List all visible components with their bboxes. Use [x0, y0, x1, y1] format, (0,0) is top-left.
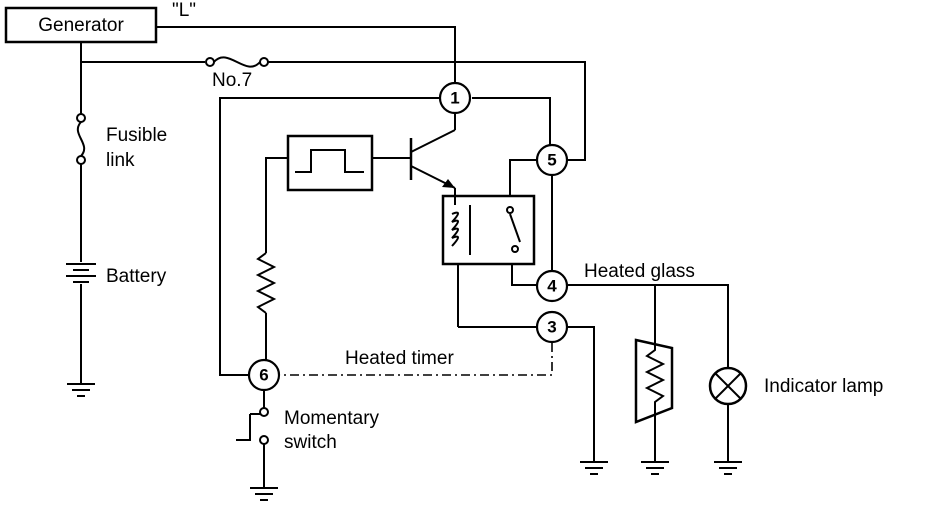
l-terminal-label: "L"	[172, 0, 196, 21]
transistor	[372, 129, 456, 189]
heated-glass-label: Heated glass	[584, 261, 695, 282]
terminal-5: 5	[535, 143, 569, 177]
wire-main-to-5	[268, 61, 586, 161]
ground-battery	[67, 383, 95, 397]
ground-switch	[250, 487, 278, 501]
fusible-link	[76, 113, 86, 165]
svg-text:1: 1	[450, 89, 459, 108]
wire-4-to-lamp	[568, 284, 729, 368]
terminal-6: 6	[247, 358, 281, 392]
wire-generator-l	[156, 26, 456, 85]
generator-label: Generator	[38, 15, 124, 36]
momentary-switch	[236, 407, 269, 445]
svg-text:4: 4	[547, 277, 557, 296]
momentary-switch-label-1: Momentary	[284, 408, 380, 429]
resistor	[255, 252, 277, 314]
wire-relay-to-4	[511, 264, 536, 286]
wire-relay-to-5	[509, 159, 536, 196]
indicator-lamp-label: Indicator lamp	[764, 376, 883, 397]
svg-text:5: 5	[547, 151, 556, 170]
terminal-1: 1	[438, 81, 472, 115]
fuse-no7	[205, 56, 269, 68]
wire-1-to-6	[219, 97, 440, 376]
wire-timer-to-resistor	[265, 157, 288, 253]
ground-terminal3	[580, 461, 608, 475]
battery-symbol	[66, 263, 96, 283]
momentary-switch-label-2: switch	[284, 432, 337, 453]
fuse-label: No.7	[212, 70, 252, 91]
wire-1-to-5	[472, 97, 551, 148]
heated-glass-element	[634, 338, 674, 424]
fusible-link-label-2: link	[106, 150, 135, 171]
ground-lamp	[714, 461, 742, 475]
terminal-4: 4	[535, 269, 569, 303]
indicator-lamp	[708, 366, 748, 406]
relay	[441, 194, 536, 266]
heated-timer-label: Heated timer	[345, 348, 454, 369]
fusible-link-label-1: Fusible	[106, 125, 167, 146]
battery-label: Battery	[106, 266, 167, 287]
ground-glass	[641, 461, 669, 475]
svg-text:6: 6	[259, 366, 268, 385]
timer-pulse-block	[286, 134, 374, 192]
terminal-3: 3	[535, 310, 569, 344]
svg-text:3: 3	[547, 318, 556, 337]
wire-3-to-ground	[568, 326, 595, 462]
generator: Generator	[4, 6, 158, 44]
wire-main-left	[80, 42, 205, 63]
heated-timer-boundary	[284, 343, 553, 376]
